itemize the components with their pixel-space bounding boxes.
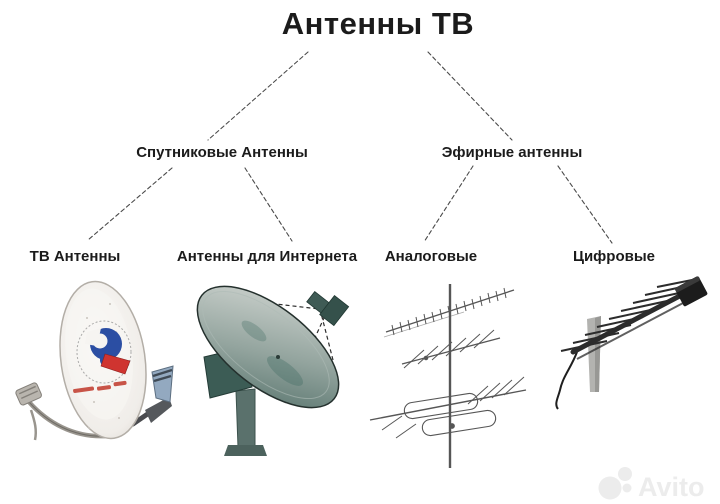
avito-logo-circle-large: [598, 476, 622, 500]
amplifier-box: [675, 276, 708, 307]
lnb-head: [15, 382, 42, 406]
digital-antenna-image: [555, 276, 708, 410]
satellite-dish-tv-image: [15, 280, 174, 441]
node-label-tv: ТВ Антенны: [29, 248, 121, 265]
node-label-terrestrial: Эфирные антенны: [441, 144, 583, 161]
node-label-analog: Аналоговые: [384, 248, 478, 265]
edge-title-satellite: [207, 51, 309, 141]
avito-watermark-text: Avito: [638, 472, 705, 502]
node-label-internet: Антенны для Интернета: [176, 248, 358, 265]
avito-logo-circle-small: [622, 483, 632, 493]
node-label-digital: Цифровые: [572, 248, 656, 265]
edge-satellite-internet: [244, 167, 293, 242]
edge-terrestrial-analog: [423, 165, 474, 243]
node-label-satellite: Спутниковые Антенны: [136, 144, 308, 161]
page-title: Антенны ТВ: [281, 6, 475, 41]
satellite-dish-internet-image: [196, 285, 350, 456]
dish-brand-text-smudge: [73, 380, 127, 393]
dish-logo: [76, 320, 132, 384]
edge-terrestrial-digital: [557, 165, 613, 244]
avito-watermark: Avito: [598, 467, 705, 502]
avito-logo-circle-medium: [618, 467, 632, 481]
edge-satellite-tv: [87, 167, 173, 241]
edge-title-terrestrial: [427, 51, 513, 141]
analog-antenna-image: [369, 284, 527, 468]
feed-assembly: [306, 291, 350, 327]
